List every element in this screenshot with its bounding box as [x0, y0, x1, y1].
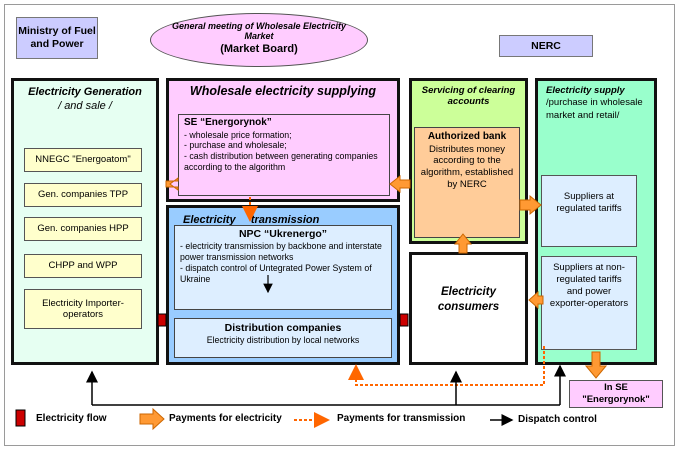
gen-item-chpp-wpp: CHPP and WPP [24, 254, 142, 278]
gen-item-label: NNEGC "Energoatom" [35, 154, 131, 166]
generation-subtitle: / and sale / [58, 99, 112, 112]
diagram-frame [4, 4, 675, 446]
in-se-energorynok-label: In SE "Energorynok" [582, 382, 650, 405]
wholesale-title: Wholesale electricity supplying [189, 84, 377, 98]
gen-item-label: Electricity Importer-operators [42, 297, 124, 320]
generation-title: Electricity Generation [28, 86, 142, 98]
gen-item-hpp: Gen. companies HPP [24, 217, 142, 241]
payment-arrow-supply-to-consumers [528, 290, 544, 310]
legend-flow-label: Electricity flow [36, 413, 107, 424]
general-meeting-ellipse: General meeting of Wholesale Electricity… [150, 13, 368, 67]
nonregulated-suppliers-box: Suppliers at non-regulated tariffs and p… [541, 256, 637, 350]
regulated-suppliers-box: Suppliers at regulated tariffs [541, 175, 637, 247]
ukrenergo-line: - dispatch control of Untegrated Power S… [180, 263, 372, 285]
payment-arrow-energorynok-to-generation [165, 177, 179, 191]
legend-transmission-payments-label: Payments for transmission [337, 413, 466, 424]
energorynok-line: - cash distribution between generating c… [184, 151, 378, 173]
gen-item-label: CHPP and WPP [48, 260, 118, 272]
transmission-payment-supply-to-distribution [348, 346, 545, 386]
general-meeting-title: General meeting of Wholesale Electricity… [171, 21, 347, 42]
gen-item-label: Gen. companies TPP [37, 189, 129, 201]
ukrenergo-box: NPC “Ukrenergo” - electricity transmissi… [174, 225, 392, 310]
legend-flow-icon [15, 409, 26, 427]
energorynok-box: SE “Energorynok” - wholesale price forma… [178, 114, 390, 196]
ministry-box: Ministry of Fuel and Power [16, 17, 98, 59]
regulated-suppliers-label: Suppliers at regulated tariffs [556, 191, 622, 214]
gen-item-energoatom: NNEGC "Energoatom" [24, 148, 142, 172]
distribution-text: Electricity distribution by local networ… [206, 335, 360, 346]
transmission-title: Electricity transmission [183, 214, 320, 226]
energorynok-line: - purchase and wholesale; [184, 140, 287, 151]
legend-payments-label: Payments for electricity [169, 413, 282, 424]
clearing-title: Servicing of clearing accounts [421, 85, 516, 108]
nerc-box: NERC [499, 35, 593, 57]
gen-item-tpp: Gen. companies TPP [24, 183, 142, 207]
payment-arrow-bank-to-supply [519, 194, 542, 216]
distribution-box: Distribution companies Electricity distr… [174, 318, 392, 358]
ukrenergo-title: NPC “Ukrenergo” [238, 228, 328, 240]
legend-payment-arrow-icon [139, 407, 165, 431]
gen-item-label: Gen. companies HPP [37, 223, 129, 235]
market-board-label: (Market Board) [220, 42, 298, 55]
electricity-flow-marker-distribution [399, 313, 409, 327]
supply-title: Electricity supply [546, 85, 625, 96]
bank-text: Distributes money according to the algor… [420, 143, 514, 191]
energorynok-line: - wholesale price formation; [184, 129, 292, 140]
ministry-label: Ministry of Fuel and Power [18, 25, 96, 50]
consumers-panel: Electricity consumers [409, 252, 528, 365]
electricity-flow-marker-generation [157, 313, 167, 327]
gen-item-importers: Electricity Importer-operators [24, 289, 142, 329]
payment-arrow-supply-to-in-se [584, 351, 608, 379]
nonregulated-suppliers-label: Suppliers at non-regulated tariffs and p… [549, 262, 629, 309]
bank-title: Authorized bank [427, 131, 507, 142]
energorynok-title: SE “Energorynok” [184, 117, 272, 128]
payment-arrow-bank-to-energorynok [389, 174, 411, 194]
legend-dispatch-label: Dispatch control [518, 414, 597, 425]
nerc-label: NERC [531, 39, 561, 52]
ukrenergo-line: - electricity transmission by backbone a… [180, 241, 382, 263]
payment-arrow-consumers-to-bank [453, 233, 473, 254]
in-se-energorynok-box: In SE "Energorynok" [569, 380, 663, 408]
distribution-title: Distribution companies [224, 322, 342, 334]
supply-subtitle: /purchase in wholesale market and retail… [546, 97, 643, 121]
authorized-bank-box: Authorized bank Distributes money accord… [414, 127, 520, 238]
consumers-title: Electricity consumers [437, 285, 500, 313]
